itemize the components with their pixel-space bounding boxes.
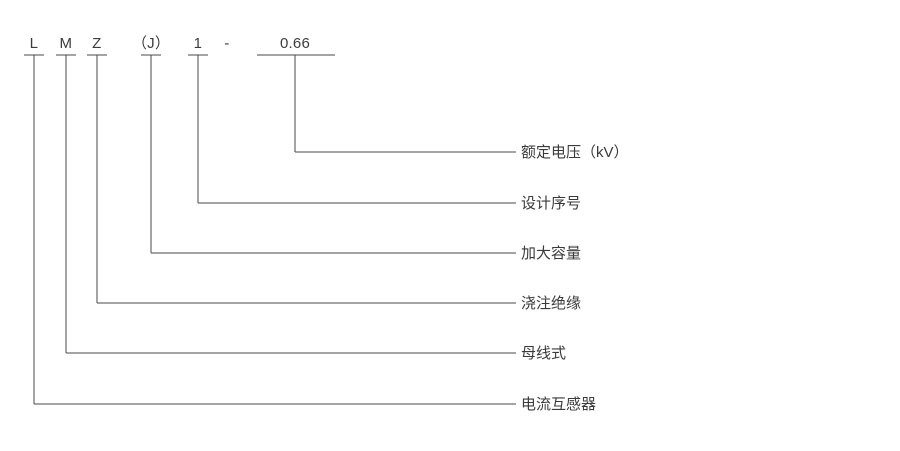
code-token-3: （J） <box>131 35 171 52</box>
code-token-5: - <box>224 35 230 52</box>
leader-label-4: 母线式 <box>521 345 567 362</box>
leader-label-2: 加大容量 <box>521 245 582 262</box>
leader-label-1: 设计序号 <box>521 195 582 212</box>
code-token-4: 1 <box>193 35 203 52</box>
code-token-2: Z <box>92 35 102 52</box>
leader-label-5: 电流互感器 <box>521 396 597 413</box>
leader-label-0: 额定电压（kV） <box>521 144 629 161</box>
leader-label-3: 浇注绝缘 <box>521 295 582 312</box>
code-token-6: 0.66 <box>280 35 310 52</box>
code-token-0: L <box>29 35 39 52</box>
code-token-1: M <box>59 35 73 52</box>
